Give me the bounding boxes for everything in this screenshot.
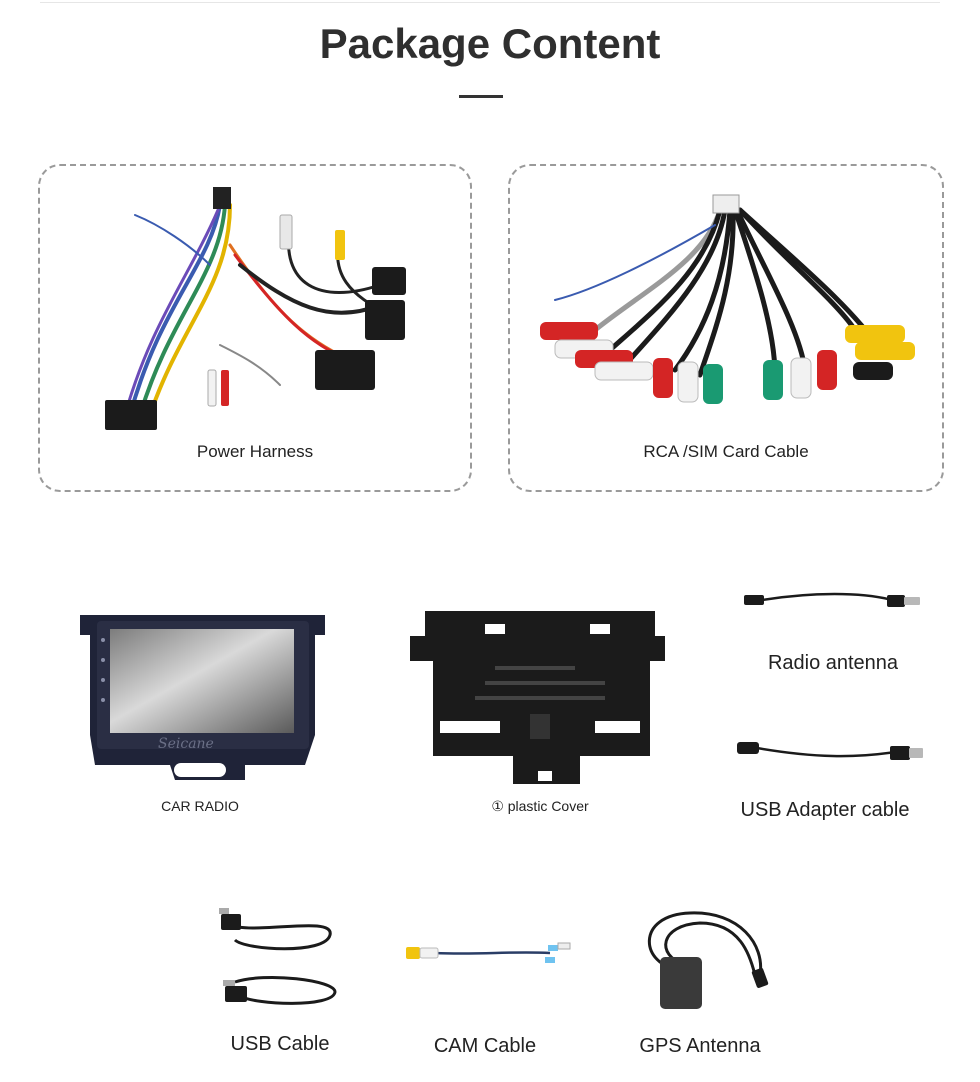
gps-antenna-image <box>647 911 769 1009</box>
plastic-cover-label: ① plastic Cover <box>491 798 589 814</box>
radio-antenna-label: Radio antenna <box>767 652 899 674</box>
top-divider <box>40 2 940 3</box>
cam-cable-image <box>406 942 571 963</box>
title-underline <box>459 95 503 98</box>
usb-adapter-image <box>737 742 923 760</box>
usb-cable-label: USB Cable <box>230 1033 330 1055</box>
gps-antenna-label: GPS Antenna <box>639 1035 761 1057</box>
power-harness-image <box>105 187 406 430</box>
usb-cable-image <box>219 908 337 1005</box>
usb-adapter-label: USB Adapter cable <box>740 799 910 821</box>
rca-cable-card <box>508 164 944 492</box>
radio-antenna-image <box>744 592 920 607</box>
car-radio-image <box>80 615 325 780</box>
rca-cable-label: RCA /SIM Card Cable <box>643 442 809 461</box>
car-radio-brand: Seicane <box>158 736 214 752</box>
car-radio-label: CAR RADIO <box>161 798 239 814</box>
plastic-cover-image <box>410 611 665 784</box>
power-harness-label: Power Harness <box>196 442 314 461</box>
rca-cable-image <box>540 194 915 404</box>
page-title: Package Content <box>319 20 661 67</box>
power-harness-card <box>38 164 472 492</box>
cam-cable-label: CAM Cable <box>433 1035 537 1057</box>
